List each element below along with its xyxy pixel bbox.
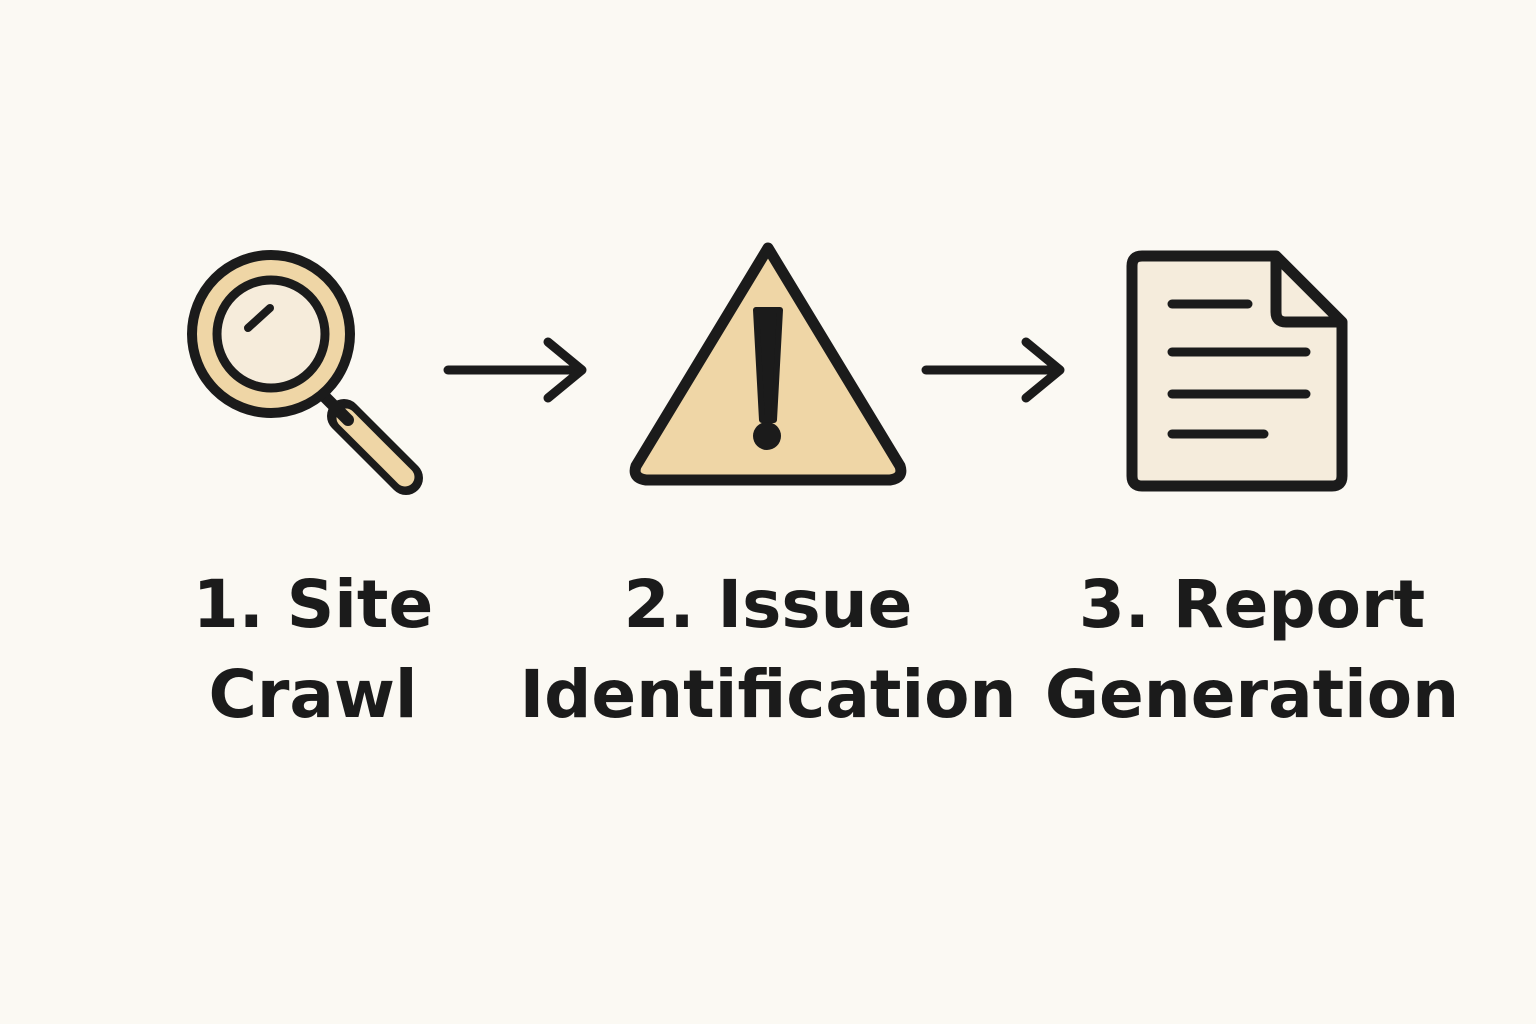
document-icon bbox=[1126, 250, 1348, 492]
step-2-label: 2. Issue Identification bbox=[518, 560, 1018, 740]
step-3-label-line-2: Generation bbox=[1044, 656, 1460, 733]
arrow-right-icon bbox=[921, 337, 1065, 403]
step-1-label-line-1: 1. Site bbox=[192, 566, 434, 643]
arrow-right-icon bbox=[443, 337, 587, 403]
warning-triangle-icon bbox=[629, 242, 907, 486]
magnifying-glass-icon bbox=[187, 250, 423, 495]
step-3-label: 3. Report Generation bbox=[1024, 560, 1480, 740]
step-1-label-line-2: Crawl bbox=[208, 656, 418, 733]
step-3-label-line-1: 3. Report bbox=[1078, 566, 1426, 643]
step-2-label-line-1: 2. Issue bbox=[623, 566, 913, 643]
step-1-label: 1. Site Crawl bbox=[148, 560, 478, 740]
step-2-label-line-2: Identification bbox=[519, 656, 1017, 733]
